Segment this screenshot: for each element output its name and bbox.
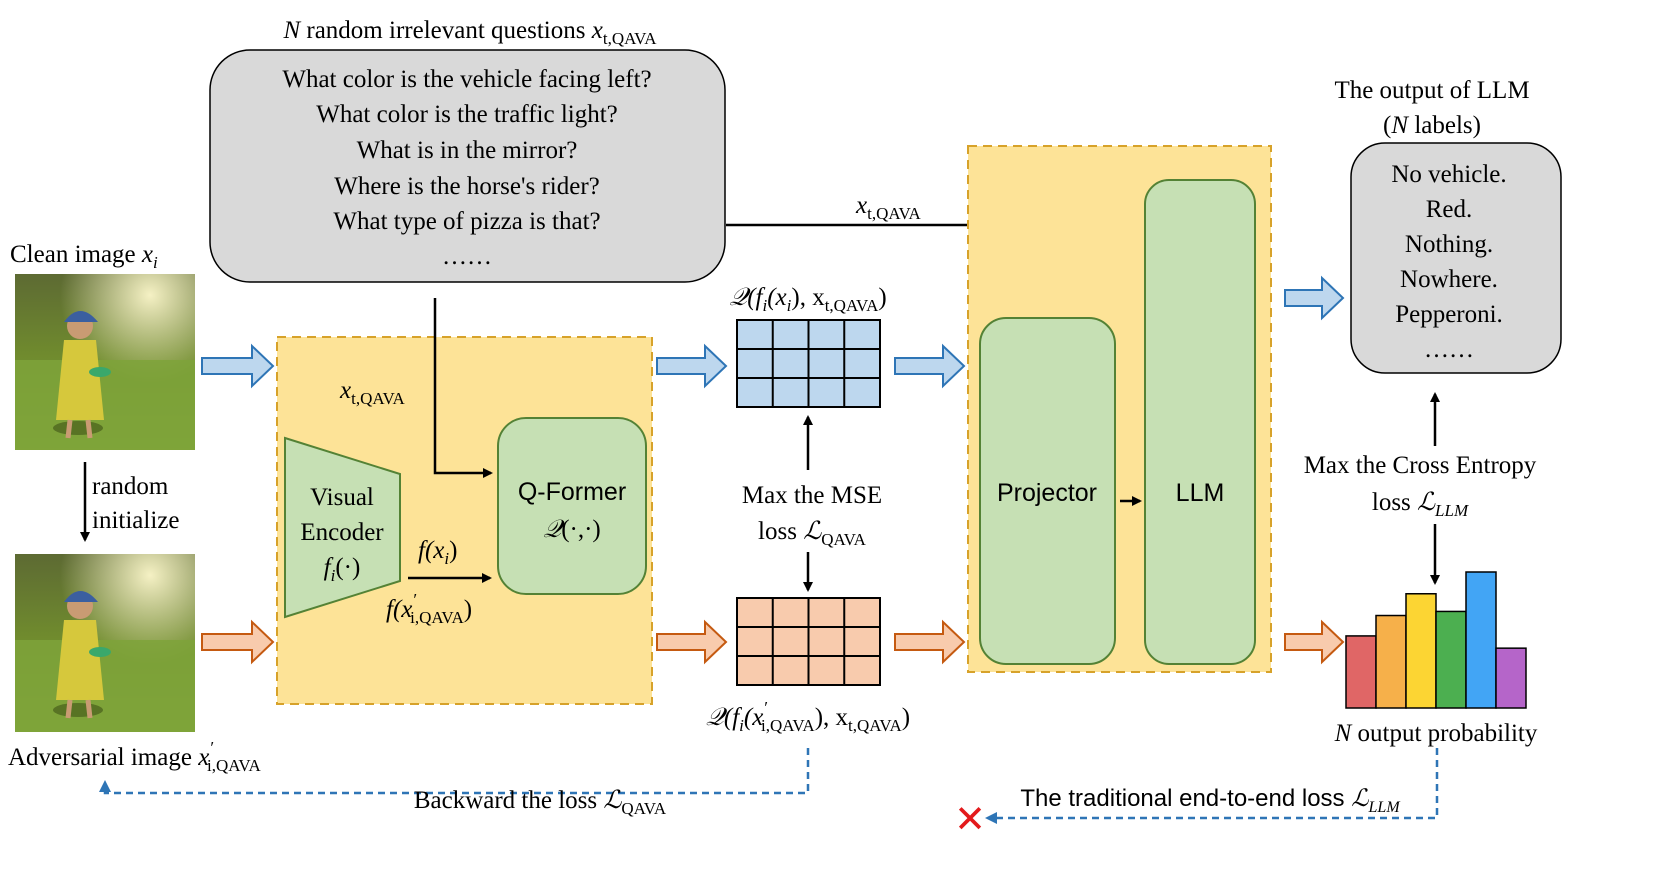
clean-feature-label: f(xi) bbox=[418, 537, 457, 568]
probability-bar bbox=[1405, 593, 1437, 709]
question-to-llm-label: xt,QAVA bbox=[855, 192, 922, 223]
block-arrow-orange bbox=[656, 619, 728, 665]
question-item: …… bbox=[442, 243, 492, 270]
llm-label: LLM bbox=[1176, 479, 1225, 507]
probability-bar bbox=[1375, 614, 1407, 709]
adversarial-query-label: 𝒬(fi(x′i,QAVA), xt,QAVA) bbox=[706, 698, 910, 735]
clean-query-grid bbox=[736, 319, 881, 408]
probability-bar bbox=[1465, 571, 1497, 709]
question-item: What type of pizza is that? bbox=[333, 208, 600, 235]
output-label-item: Pepperoni. bbox=[1395, 301, 1503, 328]
q-former-label: Q-Former bbox=[518, 478, 626, 506]
output-label-item: No vehicle. bbox=[1391, 161, 1506, 188]
output-labels-box bbox=[1350, 142, 1562, 374]
traditional-loss-label: The traditional end-to-end loss ℒLLM bbox=[1020, 785, 1401, 816]
probability-bar bbox=[1495, 647, 1527, 709]
block-arrow-orange bbox=[894, 619, 966, 665]
probability-label: N output probability bbox=[1334, 720, 1538, 747]
cross-entropy-label: loss ℒLLM bbox=[1372, 489, 1469, 520]
q-former-func: 𝒬(·,·) bbox=[543, 516, 601, 543]
visual-encoder bbox=[284, 436, 401, 619]
backward-loss-path bbox=[99, 748, 810, 795]
clean-image bbox=[15, 274, 195, 450]
llm bbox=[1144, 179, 1256, 665]
adversarial-query-grid bbox=[736, 597, 881, 686]
output-subtitle: (N labels) bbox=[1383, 112, 1481, 139]
block-arrow-orange bbox=[201, 619, 275, 665]
mse-loss-label: loss ℒQAVA bbox=[758, 518, 867, 549]
cross-entropy-label: Max the Cross Entropy bbox=[1304, 452, 1537, 479]
probability-bar bbox=[1345, 635, 1377, 709]
clean-query-label: 𝒬(fi(xi), xt,QAVA) bbox=[729, 284, 886, 315]
block-arrow-blue bbox=[201, 343, 275, 389]
projector bbox=[979, 317, 1116, 665]
question-input-label: xt,QAVA bbox=[339, 377, 406, 408]
projector-label: Projector bbox=[997, 479, 1097, 507]
adversarial-feature-label: f(x′i,QAVA) bbox=[386, 590, 472, 627]
visual-encoder-label: Visual bbox=[310, 484, 374, 511]
clean-image-label: Clean image xi bbox=[10, 241, 158, 272]
output-label-list: No vehicle. Red. Nothing. Nowhere. Peppe… bbox=[1391, 161, 1506, 363]
visual-encoder-label: Encoder bbox=[300, 519, 384, 546]
output-label-item: …… bbox=[1424, 336, 1474, 363]
block-arrow-orange bbox=[1284, 619, 1345, 665]
block-arrow-blue bbox=[1284, 275, 1345, 321]
output-title: The output of LLM bbox=[1334, 77, 1529, 104]
backward-loss-label: Backward the loss ℒQAVA bbox=[414, 787, 667, 818]
random-init-label: random bbox=[92, 473, 169, 500]
question-to-qformer-arrow bbox=[433, 298, 493, 478]
question-list: What color is the vehicle facing left? W… bbox=[282, 66, 651, 270]
q-former bbox=[497, 417, 647, 595]
random-init-label: initialize bbox=[92, 507, 179, 534]
question-item: Where is the horse's rider? bbox=[334, 173, 600, 200]
adversarial-image bbox=[15, 554, 195, 732]
output-label-item: Red. bbox=[1426, 196, 1473, 223]
questions-title: N random irrelevant questions xt,QAVA bbox=[282, 17, 657, 48]
visual-encoder-func: fi(·) bbox=[324, 554, 361, 585]
block-arrow-blue bbox=[656, 343, 728, 389]
adversarial-flow-arrows bbox=[201, 619, 1345, 665]
questions-box bbox=[209, 49, 726, 283]
question-item: What color is the traffic light? bbox=[316, 101, 618, 128]
mse-loss-label: Max the MSE bbox=[742, 482, 882, 509]
output-label-item: Nothing. bbox=[1405, 231, 1493, 258]
output-label-item: Nowhere. bbox=[1400, 266, 1498, 293]
question-item: What is in the mirror? bbox=[357, 137, 578, 164]
clean-flow-arrows bbox=[201, 275, 1345, 389]
adversarial-image-label: Adversarial image x′i,QAVA bbox=[8, 738, 261, 775]
probability-bars bbox=[1345, 571, 1527, 709]
block-arrow-blue bbox=[894, 343, 966, 389]
question-item: What color is the vehicle facing left? bbox=[282, 66, 651, 93]
cross-icon: ✕ bbox=[954, 799, 986, 841]
probability-bar bbox=[1435, 610, 1467, 709]
